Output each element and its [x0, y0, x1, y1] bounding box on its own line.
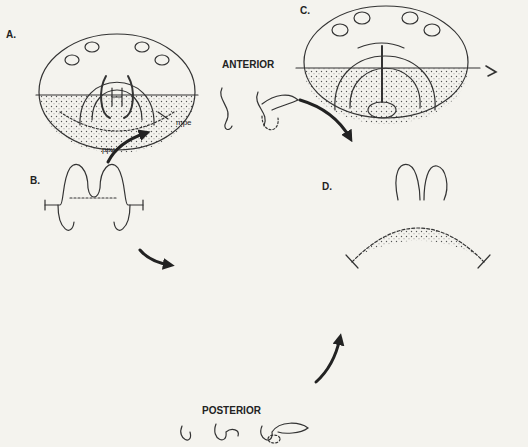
panel-d-drawing [346, 164, 490, 268]
panel-label: D. [322, 182, 332, 192]
part-label: ppw [102, 146, 117, 154]
sequence-arrows [108, 100, 350, 382]
panel-a-drawing [36, 34, 198, 153]
panel-label: A. [6, 30, 16, 40]
panel-label: POSTERIOR [202, 406, 261, 416]
part-label: mpe [176, 119, 192, 127]
anterior-sequence-drawing [221, 88, 298, 130]
posterior-sequence-drawing [181, 423, 308, 443]
panel-label: ANTERIOR [222, 60, 274, 70]
panel-label: C. [300, 6, 310, 16]
panel-b-drawing [45, 164, 143, 230]
panel-label: B. [30, 176, 40, 186]
panel-c-drawing [296, 6, 496, 124]
